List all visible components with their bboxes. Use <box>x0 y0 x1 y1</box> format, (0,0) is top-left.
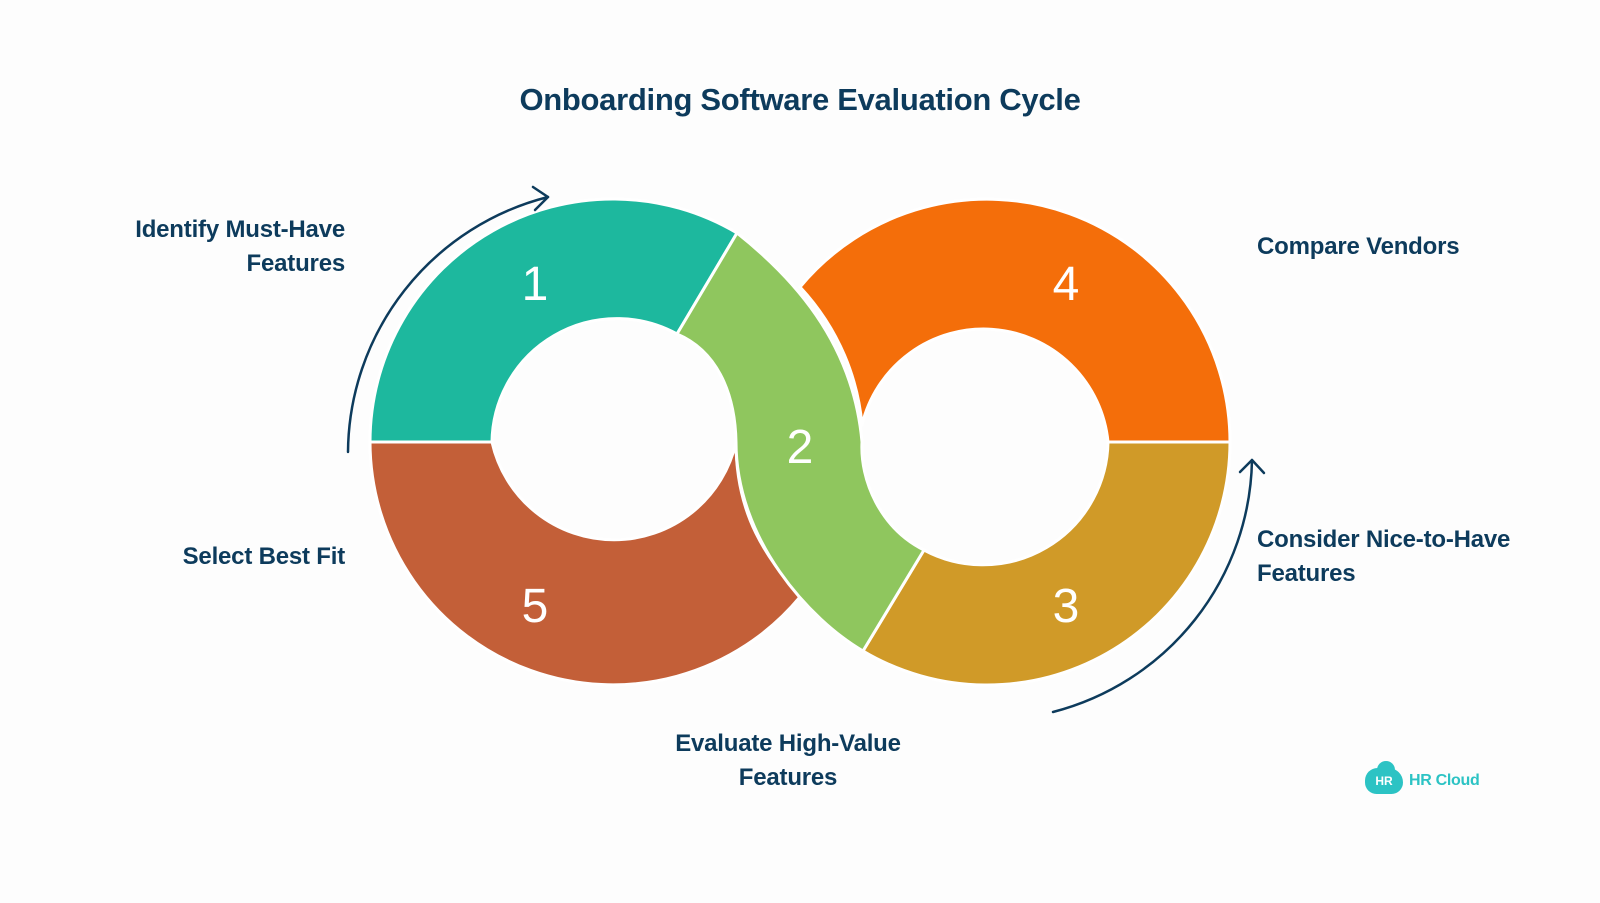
step-number-1: 1 <box>522 258 549 311</box>
segment-4 <box>798 197 1232 444</box>
logo-text: HR Cloud <box>1409 772 1480 789</box>
step-number-4: 4 <box>1053 258 1080 311</box>
step-label-line: Consider Nice-to-Have <box>1257 526 1511 553</box>
step-label-evaluate-high-value: Evaluate High-Value Features <box>638 727 938 795</box>
step-number-2: 2 <box>787 421 814 474</box>
step-label-identify-must-have: Identify Must-Have Features <box>40 213 345 281</box>
hr-cloud-logo: HR HR Cloud <box>1365 761 1480 796</box>
arrow-right-icon <box>1051 458 1266 714</box>
step-label-consider-nice-to-have: Consider Nice-to-Have Features <box>1257 523 1577 591</box>
arrow-left-icon <box>346 185 550 454</box>
step-label-line: Identify Must-Have <box>135 216 345 243</box>
step-label-line: Features <box>1257 560 1356 587</box>
step-label-line: Compare Vendors <box>1257 233 1460 260</box>
logo-mark: HR <box>1375 774 1393 788</box>
step-label-line: Features <box>246 250 346 277</box>
segment-5 <box>368 440 802 687</box>
step-label-compare-vendors: Compare Vendors <box>1257 230 1577 264</box>
step-number-5: 5 <box>522 580 549 633</box>
cloud-icon: HR <box>1365 761 1403 794</box>
segment-3 <box>861 440 1232 687</box>
step-number-3: 3 <box>1053 580 1080 633</box>
step-label-select-best-fit: Select Best Fit <box>40 540 346 574</box>
step-label-line: Features <box>738 764 838 791</box>
segment-2 <box>675 231 926 653</box>
segment-1 <box>368 197 739 444</box>
step-label-line: Evaluate High-Value <box>675 730 901 757</box>
page-title: Onboarding Software Evaluation Cycle <box>519 82 1081 117</box>
step-label-line: Select Best Fit <box>182 543 346 570</box>
